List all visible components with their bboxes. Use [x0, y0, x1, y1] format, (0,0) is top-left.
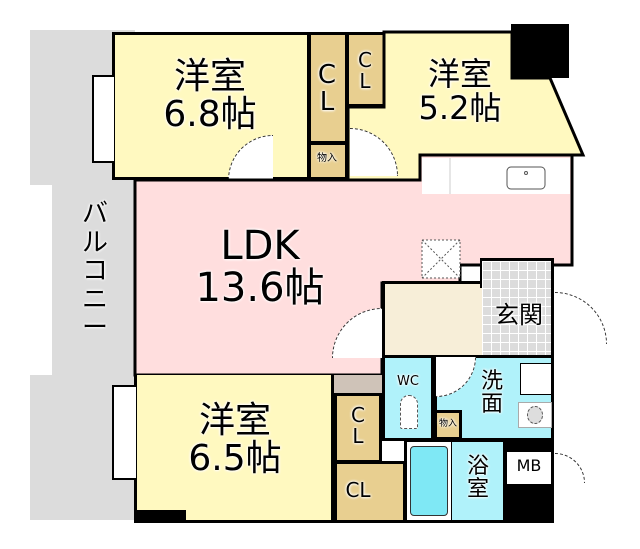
toilet-label: WC — [397, 374, 419, 389]
room-size: 6.8帖 — [163, 93, 257, 135]
room-size: 13.6帖 — [195, 265, 325, 311]
closet-mid-label: C L — [336, 405, 380, 447]
western-room-3-label: 洋室 6.5帖 — [175, 402, 295, 478]
pillar — [134, 510, 186, 523]
cl-c: C — [351, 403, 365, 427]
hallway — [382, 281, 482, 357]
bathtub-icon — [410, 446, 448, 516]
storage-wash-label: 物入 — [438, 419, 457, 429]
window — [112, 385, 136, 480]
sink-basin-icon — [527, 406, 543, 424]
toilet-icon — [400, 395, 418, 429]
washroom-char-1: 洗 — [480, 369, 503, 394]
meter-box-label: MB — [516, 456, 542, 475]
storage-top-label: 物入 — [317, 153, 337, 164]
room-name: 洋室 — [427, 55, 492, 93]
western-room-3 — [134, 375, 334, 523]
storage-wash — [434, 410, 462, 440]
western-room-1-label: 洋室 6.8帖 — [150, 58, 270, 134]
bathroom — [452, 439, 506, 523]
western-room-2-label: 洋室 5.2帖 — [410, 55, 510, 127]
window — [92, 75, 114, 163]
cl-l: L — [352, 424, 364, 448]
bathroom-label: 浴 室 — [458, 455, 498, 501]
closet-bottom-label: CL — [345, 478, 371, 502]
balcony-label: バルコニー — [81, 199, 108, 344]
cl-c: C — [317, 60, 337, 90]
room-name: 洋室 — [198, 400, 271, 441]
closet-top-left-label: C L — [310, 60, 344, 118]
washroom-label: 洗 面 — [472, 370, 512, 416]
washroom-char-2: 面 — [480, 392, 503, 418]
closet-mid — [334, 393, 382, 463]
closet-top-right-label: C L — [348, 50, 382, 92]
bathroom-char-2: 室 — [466, 477, 489, 503]
pillar — [511, 24, 569, 78]
room-name: LDK — [220, 223, 300, 269]
bathroom-char-1: 浴 — [466, 454, 489, 479]
cl-l: L — [359, 69, 371, 93]
ldk-label: LDK 13.6帖 — [170, 225, 350, 309]
room-size: 6.5帖 — [188, 437, 282, 479]
meter-box-inner — [507, 452, 551, 484]
entrance — [482, 258, 554, 358]
room-size: 5.2帖 — [418, 88, 502, 127]
cl-c: C — [358, 48, 372, 72]
balcony-notch — [30, 185, 52, 375]
wall-strip — [334, 375, 384, 395]
cl-l: L — [319, 87, 335, 118]
room-name: 洋室 — [173, 56, 246, 97]
entrance-label: 玄関 — [495, 301, 543, 329]
washing-machine-icon — [520, 363, 552, 395]
